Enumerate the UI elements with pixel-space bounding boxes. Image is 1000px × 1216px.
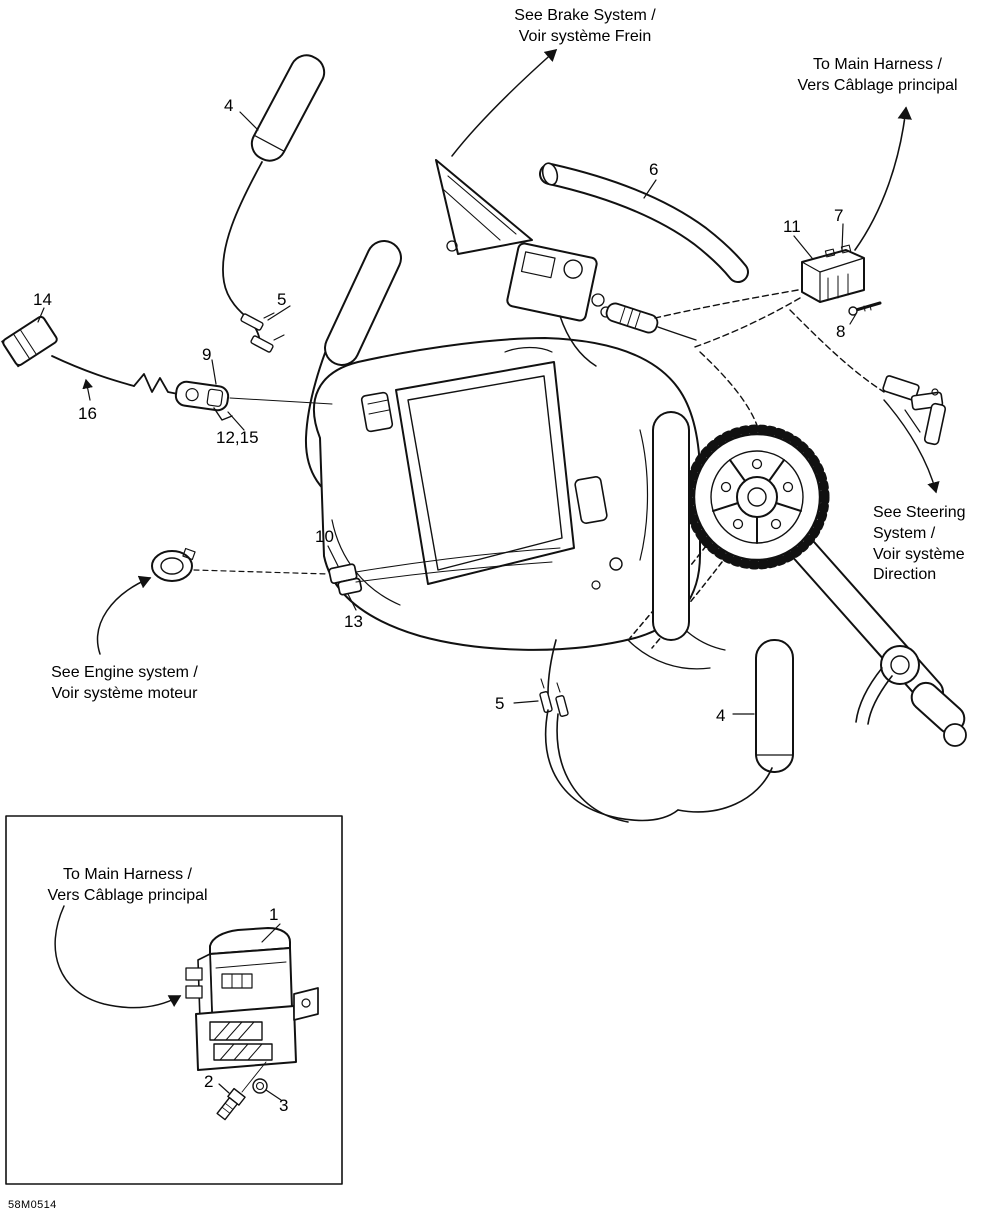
inset-box [5, 815, 343, 1185]
note-brake-system: See Brake System / Voir système Frein [455, 6, 715, 48]
callout-12-15: 12,15 [216, 428, 259, 447]
callout-8: 8 [836, 322, 846, 341]
screw-8-drawing [848, 301, 882, 316]
handlebar-riser-tube-drawing [324, 240, 402, 366]
console-bottom-wire [547, 639, 557, 695]
drawing-part-code: 58M0514 [8, 1199, 57, 1211]
callout-3: 3 [279, 1096, 289, 1115]
brake-arrow [451, 49, 558, 157]
callout-1: 1 [269, 905, 279, 924]
connector-14-drawing [1, 315, 58, 368]
bolt-2-drawing [216, 1061, 267, 1121]
note-harness-top-line1: To Main Harness / [813, 56, 942, 73]
note-main-harness-inset: To Main Harness / Vers Câblage principal [20, 865, 235, 907]
steering-joint-drawing [855, 645, 967, 747]
note-harness-inset-line1: To Main Harness / [63, 866, 192, 883]
leader-16-arrow [82, 378, 93, 401]
brake-assembly-drawing [435, 159, 612, 367]
note-engine-line2: Voir système moteur [51, 684, 198, 702]
note-steering-line4: Direction [873, 566, 937, 584]
engine-clamp-drawing [151, 547, 196, 582]
sprocket-drawing [684, 424, 830, 570]
handlebar-tube-6-drawing [539, 162, 749, 283]
note-steering-line2: System / [873, 524, 936, 542]
note-main-harness-top: To Main Harness / Vers Câblage principal [755, 55, 1000, 97]
wire-to-main-harness-top [854, 106, 912, 251]
callout-7: 7 [834, 206, 844, 225]
steering-bracket-drawing [882, 375, 947, 446]
harness-dashed-right [654, 289, 885, 393]
note-steering-system: See Steering System / Voir système Direc… [873, 503, 998, 586]
steering-link-dashed [699, 351, 759, 429]
callout-13: 13 [344, 612, 363, 631]
grip-left-drawing [250, 54, 326, 162]
connectors-5-bottom-drawing [539, 678, 569, 717]
note-engine-line1: See Engine system / [51, 664, 198, 681]
leader-lines [37, 111, 857, 1101]
callout-10: 10 [315, 527, 334, 546]
connectors-5-top-drawing [240, 312, 285, 353]
switch-9-drawing [174, 380, 233, 421]
grip-right-drawing [755, 639, 794, 773]
callout-4-grip-right: 4 [716, 706, 726, 725]
note-harness-inset-line2: Vers Câblage principal [47, 886, 208, 904]
steering-arrow [883, 399, 940, 494]
engine-arrow [96, 575, 152, 655]
callout-6: 6 [649, 160, 659, 179]
callout-9: 9 [202, 345, 212, 364]
nut-3-drawing [252, 1078, 268, 1094]
note-harness-top-line2: Vers Câblage principal [797, 76, 958, 94]
callout-14: 14 [33, 290, 52, 309]
callout-5-bottom: 5 [495, 694, 505, 713]
note-brake-line2: Voir système Frein [518, 27, 652, 45]
inset-harness-arrow [54, 905, 182, 1009]
clamp-dashed-link [193, 569, 329, 575]
note-engine-system: See Engine system / Voir système moteur [22, 663, 227, 705]
gauge-panel-drawing [395, 361, 575, 585]
mid-connector-drawing [605, 302, 697, 341]
callout-2: 2 [204, 1072, 214, 1091]
note-steering-line1: See Steering [873, 504, 966, 521]
note-brake-line1: See Brake System / [514, 7, 656, 24]
callout-5-top: 5 [277, 290, 287, 309]
bottom-harness-loop [544, 709, 773, 823]
grip-left-wire [222, 161, 263, 321]
note-steering-line3: Voir système [873, 545, 965, 563]
callout-4-grip-left: 4 [224, 96, 234, 115]
wire-14-to-switch [51, 355, 179, 395]
module-1-drawing [185, 927, 319, 1071]
clamp-10-13-drawing [328, 547, 561, 596]
switch-leader-line [229, 397, 333, 405]
module-7-drawing [801, 244, 865, 303]
callout-11: 11 [783, 217, 801, 236]
callout-16: 16 [78, 404, 97, 423]
